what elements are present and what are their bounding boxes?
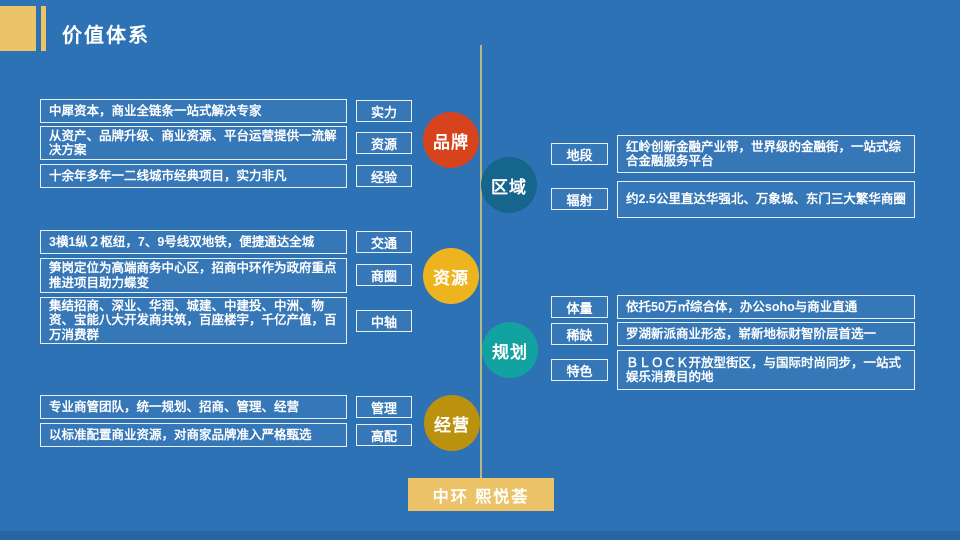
resource-point-2: 笋岗定位为高端商务中心区，招商中环作为政府重点推进项目助力蝶变 (40, 258, 347, 293)
project-brand-plate: 中环 熙悦荟 (408, 478, 554, 511)
area-tag-1: 地段 (551, 143, 608, 165)
plan-point-3: ＢＬＯＣＫ开放型街区，与国际时尚同步，一站式娱乐消费目的地 (617, 350, 915, 390)
brand-point-1: 中犀资本，商业全链条一站式解决专家 (40, 99, 347, 123)
operation-point-2: 以标准配置商业资源，对商家品牌准入严格甄选 (40, 423, 347, 447)
node-brand: 品牌 (423, 112, 479, 168)
node-area: 区域 (481, 157, 537, 213)
operation-tag-2: 高配 (356, 424, 412, 446)
area-point-2: 约2.5公里直达华强北、万象城、东门三大繁华商圈 (617, 181, 915, 218)
resource-tag-1: 交通 (356, 231, 412, 253)
plan-point-1: 依托50万㎡综合体，办公soho与商业直通 (617, 295, 915, 319)
plan-tag-2: 稀缺 (551, 323, 608, 345)
brand-point-2: 从资产、品牌升级、商业资源、平台运营提供一流解决方案 (40, 126, 347, 160)
page-title: 价值体系 (62, 25, 150, 47)
timeline-spine (480, 45, 482, 478)
resource-tag-3: 中轴 (356, 310, 412, 332)
node-operation: 经营 (424, 395, 480, 451)
brand-tag-2: 资源 (356, 132, 412, 154)
node-resource: 资源 (423, 248, 479, 304)
resource-point-1: 3横1纵２枢纽，7、9号线双地铁，便捷通达全城 (40, 230, 347, 254)
operation-tag-1: 管理 (356, 396, 412, 418)
operation-point-1: 专业商管团队，统一规划、招商、管理、经营 (40, 395, 347, 419)
area-point-1: 红岭创新金融产业带，世界级的金融街，一站式综合金融服务平台 (617, 135, 915, 173)
plan-tag-3: 特色 (551, 359, 608, 381)
resource-point-3: 集结招商、深业、华润、城建、中建投、中洲、物资、宝能八大开发商共筑，百座楼宇，千… (40, 297, 347, 344)
brand-point-3: 十余年多年一二线城市经典项目，实力非凡 (40, 164, 347, 188)
resource-tag-2: 商圈 (356, 264, 412, 286)
area-tag-2: 辐射 (551, 188, 608, 210)
brand-tag-1: 实力 (356, 100, 412, 122)
plan-tag-1: 体量 (551, 296, 608, 318)
corner-logo-mark (0, 6, 36, 51)
footer-strip (0, 531, 960, 540)
brand-tag-3: 经验 (356, 165, 412, 187)
title-accent-bar (41, 6, 46, 51)
node-plan: 规划 (482, 322, 538, 378)
plan-point-2: 罗湖新派商业形态，崭新地标财智阶层首选一 (617, 322, 915, 346)
